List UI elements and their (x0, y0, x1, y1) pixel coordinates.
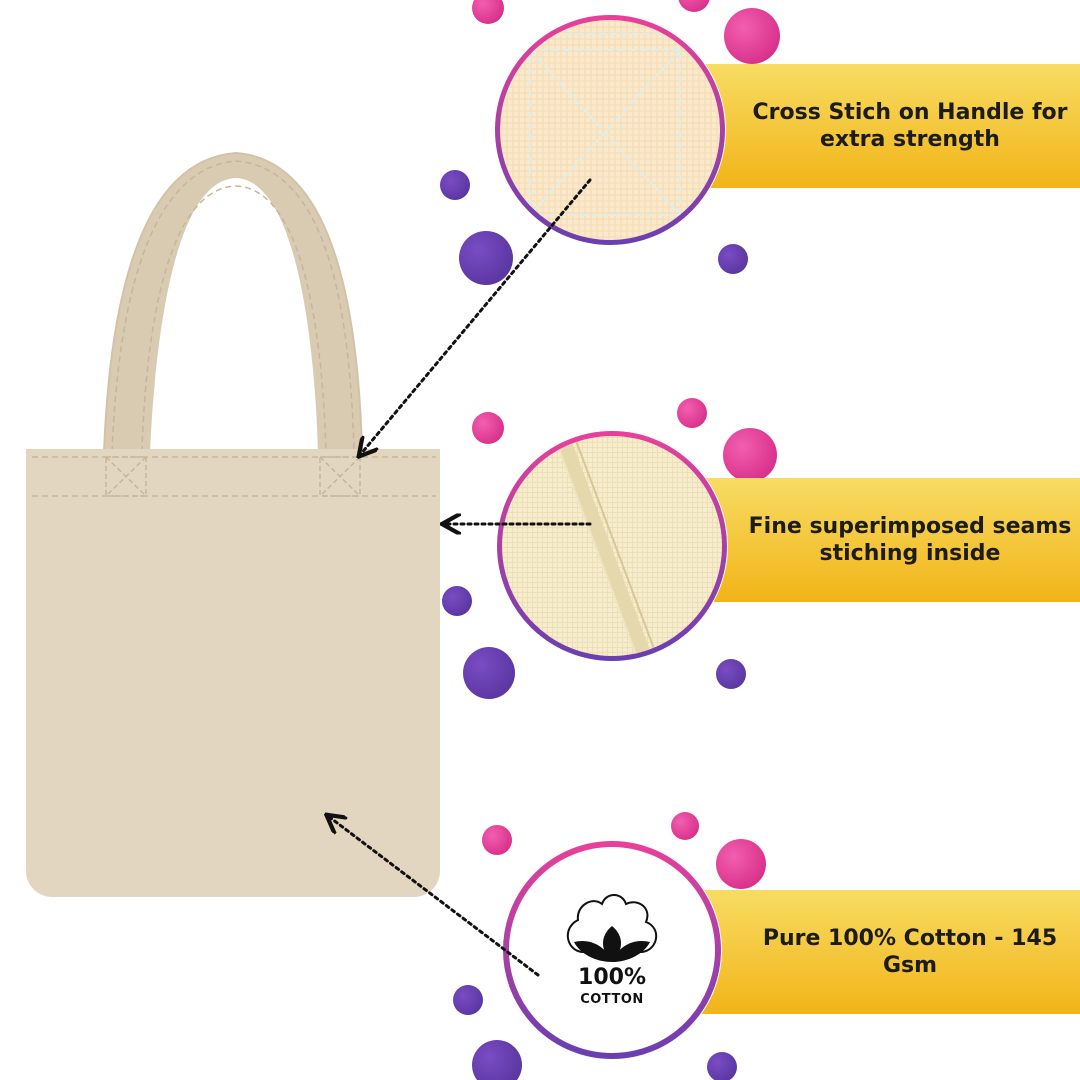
feature-label-cross-stitch: Cross Stich on Handle for extra strength (720, 64, 1080, 188)
feature-label-line: stiching inside (819, 541, 1001, 566)
cotton-flower-icon (567, 894, 657, 962)
feature-label-line: Pure 100% Cotton - 145 Gsm (762, 926, 1058, 978)
feature-label-line: Fine superimposed seams (748, 514, 1072, 539)
tote-bag-illustration (26, 151, 440, 897)
seam-closeup-circle (496, 430, 728, 662)
arrow-cotton (328, 816, 540, 977)
decorative-dots (440, 0, 780, 1080)
cotton-badge-word: COTTON (580, 992, 644, 1007)
cotton-badge-percent: 100% (578, 965, 646, 990)
label-bar-1 (700, 64, 1080, 188)
feature-label-line: Cross Stich on Handle for (752, 100, 1068, 125)
label-bar-2 (700, 478, 1080, 602)
arrow-handle (360, 178, 592, 455)
bag-body (26, 449, 440, 897)
feature-label-cotton: Pure 100% Cotton - 145 Gsm (720, 890, 1080, 1014)
label-bar-3 (700, 890, 1080, 1014)
left-cross-stitch (105, 456, 147, 497)
pointer-arrows (328, 178, 592, 977)
feature-label-line: extra strength (820, 127, 1000, 152)
cotton-badge-circle (502, 840, 722, 1060)
label-bars (700, 64, 1080, 1014)
cross-stitch-closeup-circle (494, 14, 726, 246)
right-cross-stitch (319, 456, 361, 497)
feature-label-seams: Fine superimposed seams stiching inside (720, 478, 1080, 602)
bag-handle (104, 153, 362, 452)
